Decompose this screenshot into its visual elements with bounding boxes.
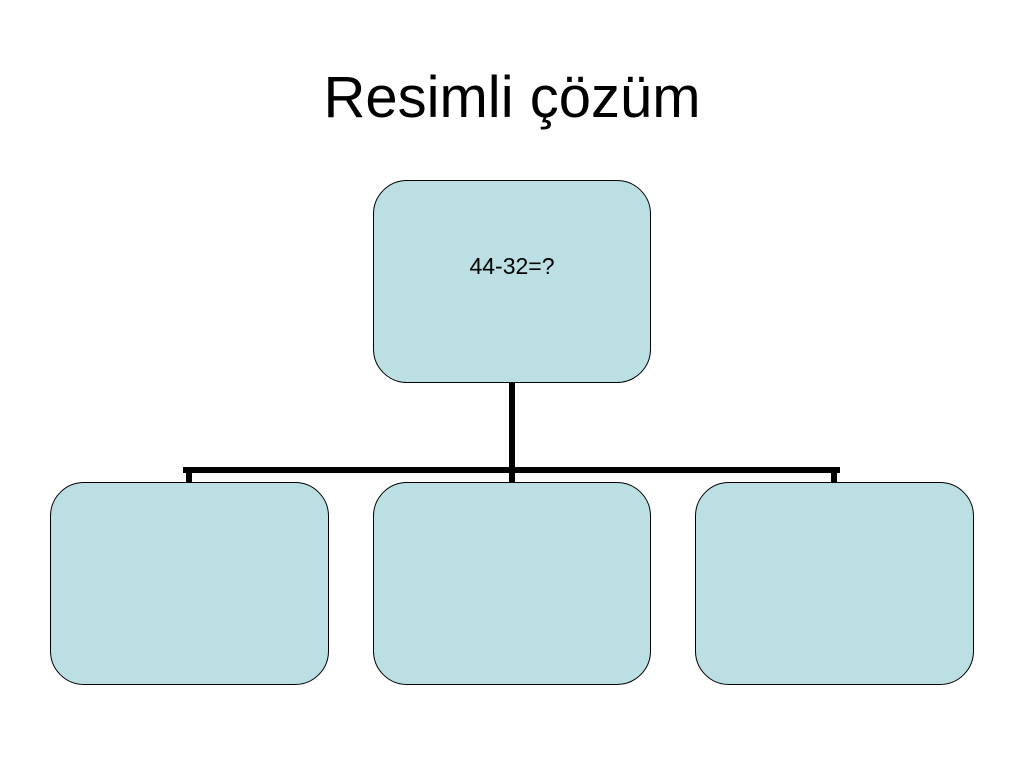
org-node-root-label: 44-32=? <box>469 253 555 279</box>
org-node-child-middle <box>373 482 651 685</box>
org-node-child-right <box>695 482 974 685</box>
org-node-root: 44-32=? <box>373 180 651 383</box>
slide-title: Resimli çözüm <box>323 65 701 130</box>
org-node-child-left <box>50 482 329 685</box>
